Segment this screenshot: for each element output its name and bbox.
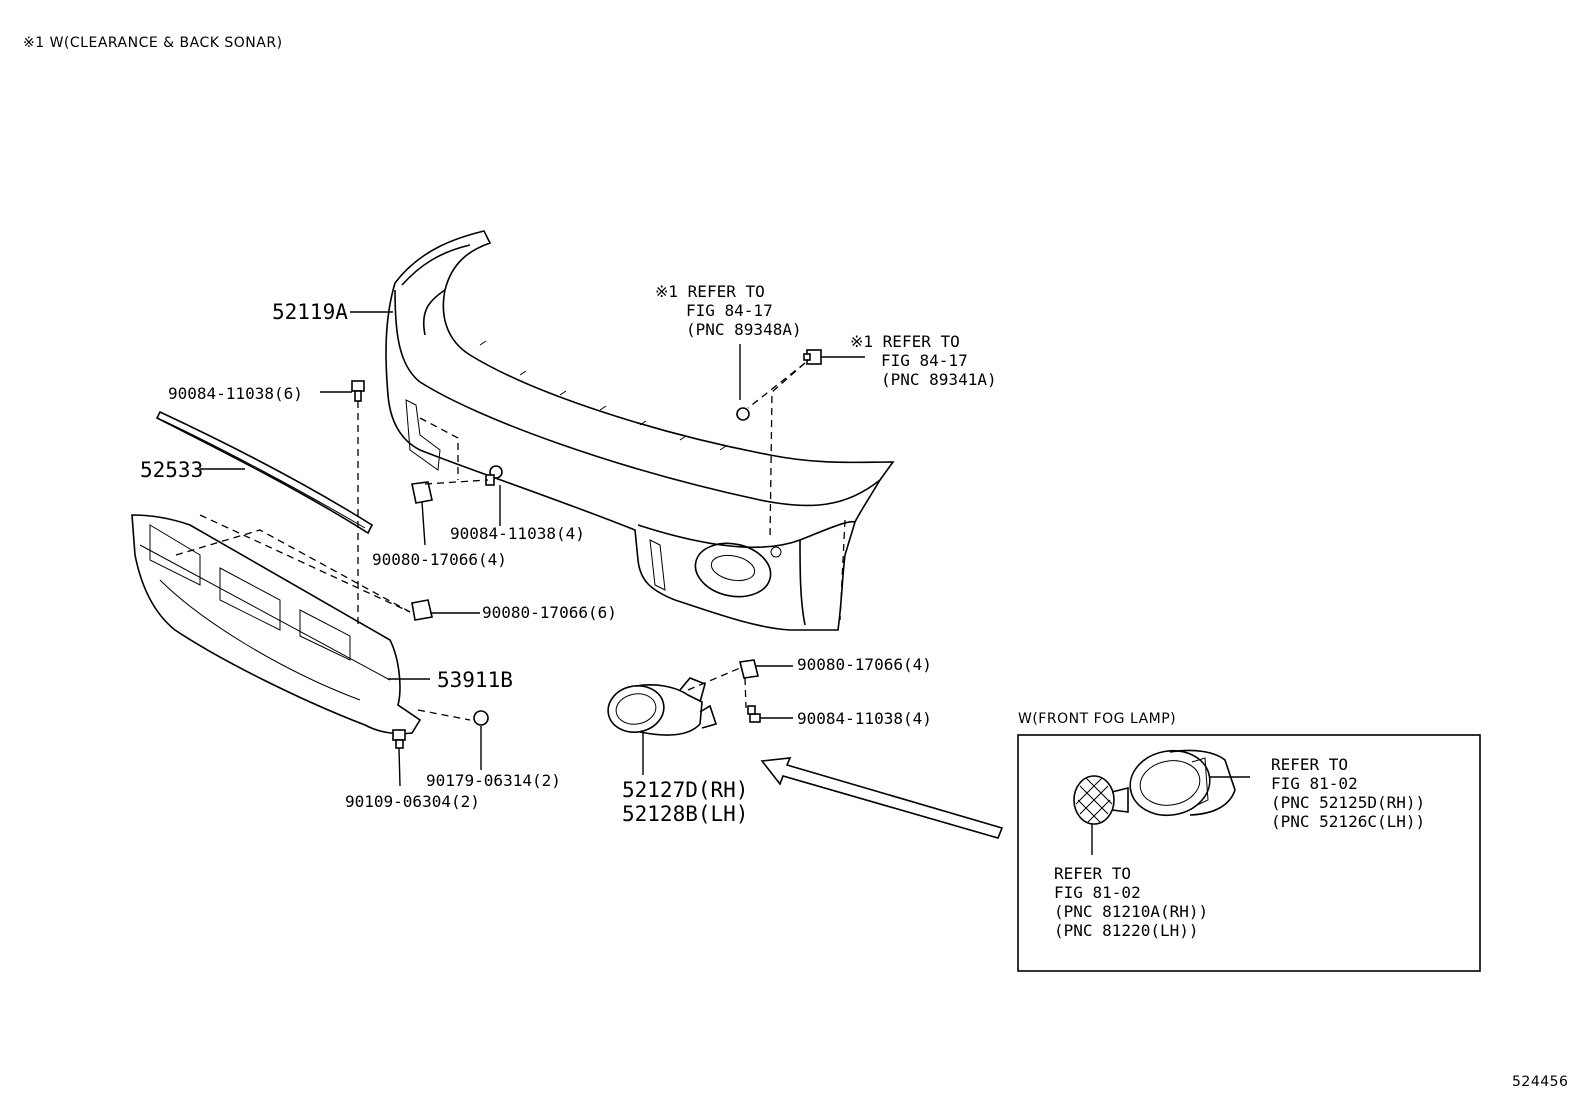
bolt-fog-part[interactable]: [747, 705, 761, 723]
ref-fog-bulb-line4: (PNC 81220(LH)): [1054, 921, 1199, 940]
ref-sonar-a-line2: FIG 84-17: [686, 301, 773, 320]
ref-fog-housing-line2: FIG 81-02: [1271, 774, 1358, 793]
ref-sonar-b-line3: (PNC 89341A): [881, 370, 997, 389]
leader-lines: [200, 311, 1250, 855]
callout-clip-mid[interactable]: 90080-17066(4): [372, 550, 507, 569]
fog-lamp-part[interactable]: [604, 677, 718, 737]
callout-under-cover[interactable]: 53911B: [437, 668, 513, 692]
inset-title: W(FRONT FOG LAMP): [1018, 711, 1177, 727]
callout-screw[interactable]: 90109-06304(2): [345, 792, 480, 811]
assembly-lines: [175, 362, 846, 721]
callout-fog-lamp-lh[interactable]: 52128B(LH): [622, 802, 749, 826]
fog-lamp-inset-box: [1017, 734, 1481, 972]
sonar-sensor-b-part[interactable]: [803, 349, 822, 365]
callout-clip-fog[interactable]: 90080-17066(4): [797, 655, 932, 674]
clip-fog-part[interactable]: [739, 659, 759, 679]
callout-bumper-strip[interactable]: 52533: [140, 458, 204, 482]
under-cover-part[interactable]: [131, 514, 422, 735]
ref-fog-housing-line3: (PNC 52125D(RH)): [1271, 793, 1426, 812]
callout-bumper-cover[interactable]: 52119A: [272, 300, 348, 324]
screw-part[interactable]: [392, 729, 406, 749]
clip-lower-part[interactable]: [411, 599, 433, 621]
callout-washer[interactable]: 90179-06314(2): [426, 771, 561, 790]
bolt-mid-part[interactable]: [485, 465, 503, 486]
bumper-strip-part[interactable]: [155, 410, 374, 535]
ref-sonar-a-line1: ※1 REFER TO: [655, 282, 765, 301]
ref-fog-bulb-line3: (PNC 81210A(RH)): [1054, 902, 1209, 921]
ref-fog-bulb-line1: REFER TO: [1054, 864, 1132, 883]
clip-mid-part[interactable]: [411, 481, 433, 504]
callout-bolt-fog[interactable]: 90084-11038(4): [797, 709, 932, 728]
ref-sonar-a-line3: (PNC 89348A): [686, 320, 802, 339]
callout-bolt-top[interactable]: 90084-11038(6): [168, 384, 303, 403]
figure-number: 524456: [1512, 1074, 1569, 1090]
fog-bulb-part[interactable]: [1073, 775, 1129, 825]
washer-part[interactable]: [473, 710, 489, 726]
bolt-top-part[interactable]: [351, 380, 365, 402]
fog-housing-part[interactable]: [1125, 745, 1236, 822]
ref-sonar-b-line2: FIG 84-17: [881, 351, 968, 370]
callout-fog-lamp-rh[interactable]: 52127D(RH): [622, 778, 749, 802]
callout-clip-lower[interactable]: 90080-17066(6): [482, 603, 617, 622]
ref-fog-housing-line1: REFER TO: [1271, 755, 1349, 774]
bumper-cover-part[interactable]: [385, 230, 895, 631]
sonar-sensor-a-part[interactable]: [736, 407, 750, 421]
callout-bolt-mid[interactable]: 90084-11038(4): [450, 524, 585, 543]
ref-fog-housing-line4: (PNC 52126C(LH)): [1271, 812, 1426, 831]
inset-pointer-arrow: [760, 757, 1004, 839]
ref-sonar-b-line1: ※1 REFER TO: [850, 332, 960, 351]
ref-fog-bulb-line2: FIG 81-02: [1054, 883, 1141, 902]
header-note: ※1 W(CLEARANCE & BACK SONAR): [23, 35, 283, 51]
